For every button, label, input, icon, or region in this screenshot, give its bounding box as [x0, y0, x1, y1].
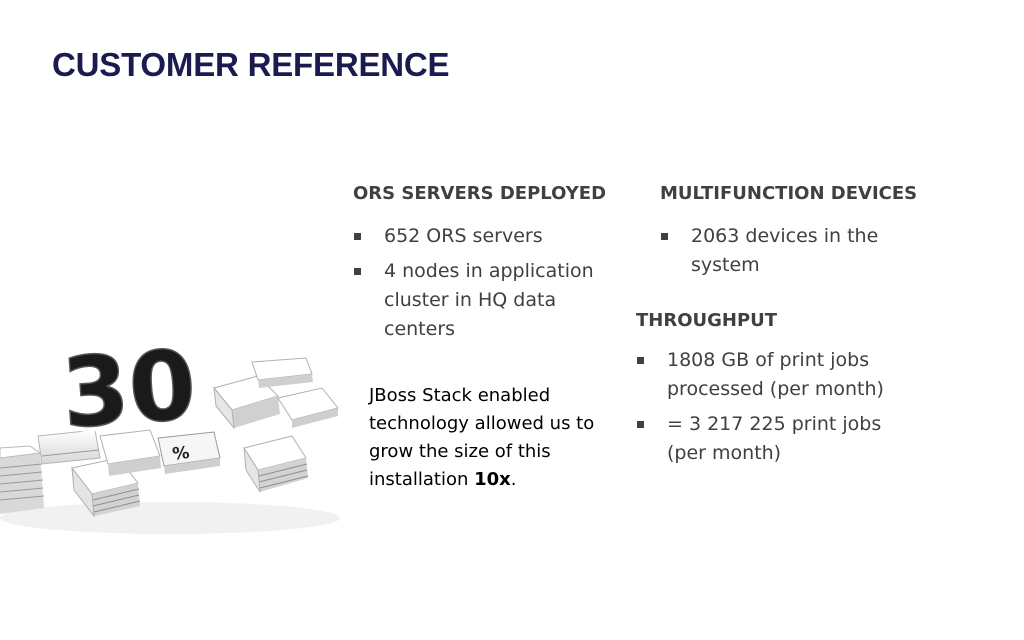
- throughput-heading: THROUGHPUT: [636, 310, 778, 331]
- paper-stacks-30-illustration: 30 30 %: [0, 324, 340, 534]
- callout-emphasis: 10x: [474, 469, 511, 490]
- square-bullet-icon: [637, 357, 644, 364]
- paper-stack-left: [0, 445, 45, 514]
- paper-stack: [213, 375, 280, 430]
- ors-servers-heading: ORS SERVERS DEPLOYED: [353, 183, 607, 204]
- square-bullet-icon: [661, 233, 668, 240]
- callout-suffix: .: [510, 469, 517, 490]
- list-item: 1808 GB of print jobs processed (per mon…: [635, 346, 903, 404]
- square-bullet-icon: [637, 421, 644, 428]
- paper-stack: [71, 457, 141, 518]
- number-30-graphic: 30 30: [53, 324, 204, 455]
- ors-servers-list: 652 ORS servers 4 nodes in application c…: [352, 222, 614, 350]
- list-item-text: = 3 217 225 print jobs (per month): [667, 413, 882, 464]
- paper-stack: [37, 429, 101, 465]
- list-item: = 3 217 225 print jobs (per month): [635, 410, 903, 468]
- throughput-list: 1808 GB of print jobs processed (per mon…: [635, 346, 903, 474]
- list-item-text: 1808 GB of print jobs processed (per mon…: [667, 349, 884, 400]
- square-bullet-icon: [354, 233, 361, 240]
- paper-stack: [243, 435, 309, 493]
- list-item-text: 4 nodes in application cluster in HQ dat…: [384, 260, 594, 340]
- list-item-text: 2063 devices in the system: [691, 225, 879, 276]
- multifunction-devices-list: 2063 devices in the system: [659, 222, 909, 286]
- percent-symbol: %: [171, 443, 190, 465]
- list-item-text: 652 ORS servers: [384, 225, 543, 247]
- callout-text: JBoss Stack enabled technology allowed u…: [369, 385, 595, 490]
- square-bullet-icon: [354, 268, 361, 275]
- svg-text:30: 30: [58, 329, 199, 450]
- jboss-callout: JBoss Stack enabled technology allowed u…: [369, 382, 599, 494]
- illustration-number: 30: [58, 329, 199, 450]
- list-item: 652 ORS servers: [352, 222, 614, 251]
- multifunction-devices-heading: MULTIFUNCTION DEVICES: [660, 183, 918, 204]
- paper-stack: [251, 357, 313, 388]
- list-item: 4 nodes in application cluster in HQ dat…: [352, 257, 614, 344]
- paper-stack: [277, 387, 339, 428]
- slide-title: CUSTOMER REFERENCE: [52, 46, 450, 83]
- percent-card: %: [157, 431, 221, 474]
- paper-stack: [99, 429, 161, 476]
- list-item: 2063 devices in the system: [659, 222, 909, 280]
